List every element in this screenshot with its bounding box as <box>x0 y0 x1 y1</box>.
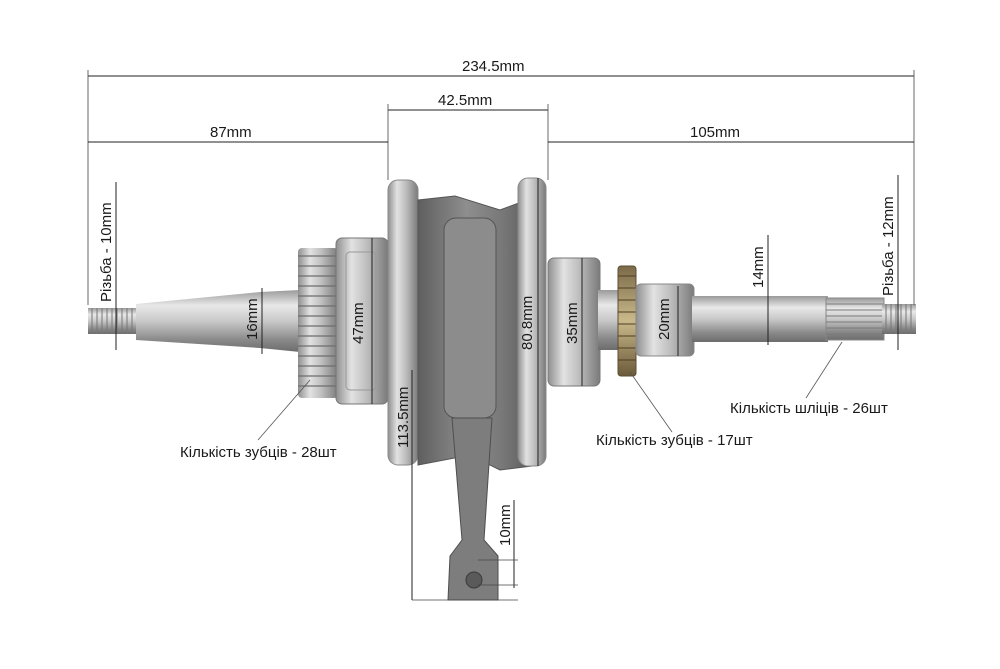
left-thread-label: Різьба - 10mm <box>98 202 115 302</box>
rod-length-label: 113.5mm <box>395 386 412 448</box>
right-thread <box>882 304 916 334</box>
left-thread <box>88 308 138 334</box>
right-hub-diameter-label: 20mm <box>656 298 673 340</box>
web-width-label: 42.5mm <box>438 92 493 109</box>
right-bearing-diameter-label: 35mm <box>564 302 581 344</box>
crankpin <box>443 217 497 419</box>
left-shaft-length-label: 87mm <box>210 124 252 141</box>
spline-count-callout: Кількість шліців - 26шт <box>730 400 888 417</box>
right-shaft <box>692 296 828 342</box>
small-end <box>465 571 483 589</box>
splines <box>825 297 885 341</box>
overall-length-label: 234.5mm <box>462 58 525 75</box>
web-diameter-label: 80.8mm <box>519 295 536 350</box>
left-shaft-diameter-label: 16mm <box>244 298 261 340</box>
right-web <box>517 177 547 467</box>
crankshaft-image <box>88 177 916 601</box>
small-end-bore-label: 10mm <box>497 504 514 546</box>
dimension-lines <box>87 70 915 601</box>
left-gear-teeth-callout: Кількість зубців - 28шт <box>180 444 337 461</box>
right-shaft-length-label: 105mm <box>690 124 741 141</box>
left-bearing-diameter-label: 47mm <box>350 302 367 344</box>
right-thread-label: Різьба - 12mm <box>880 196 897 296</box>
right-gear-teeth-callout: Кількість зубців - 17шт <box>596 432 753 449</box>
right-shaft-diameter-label: 14mm <box>750 246 767 288</box>
left-taper <box>136 290 300 352</box>
